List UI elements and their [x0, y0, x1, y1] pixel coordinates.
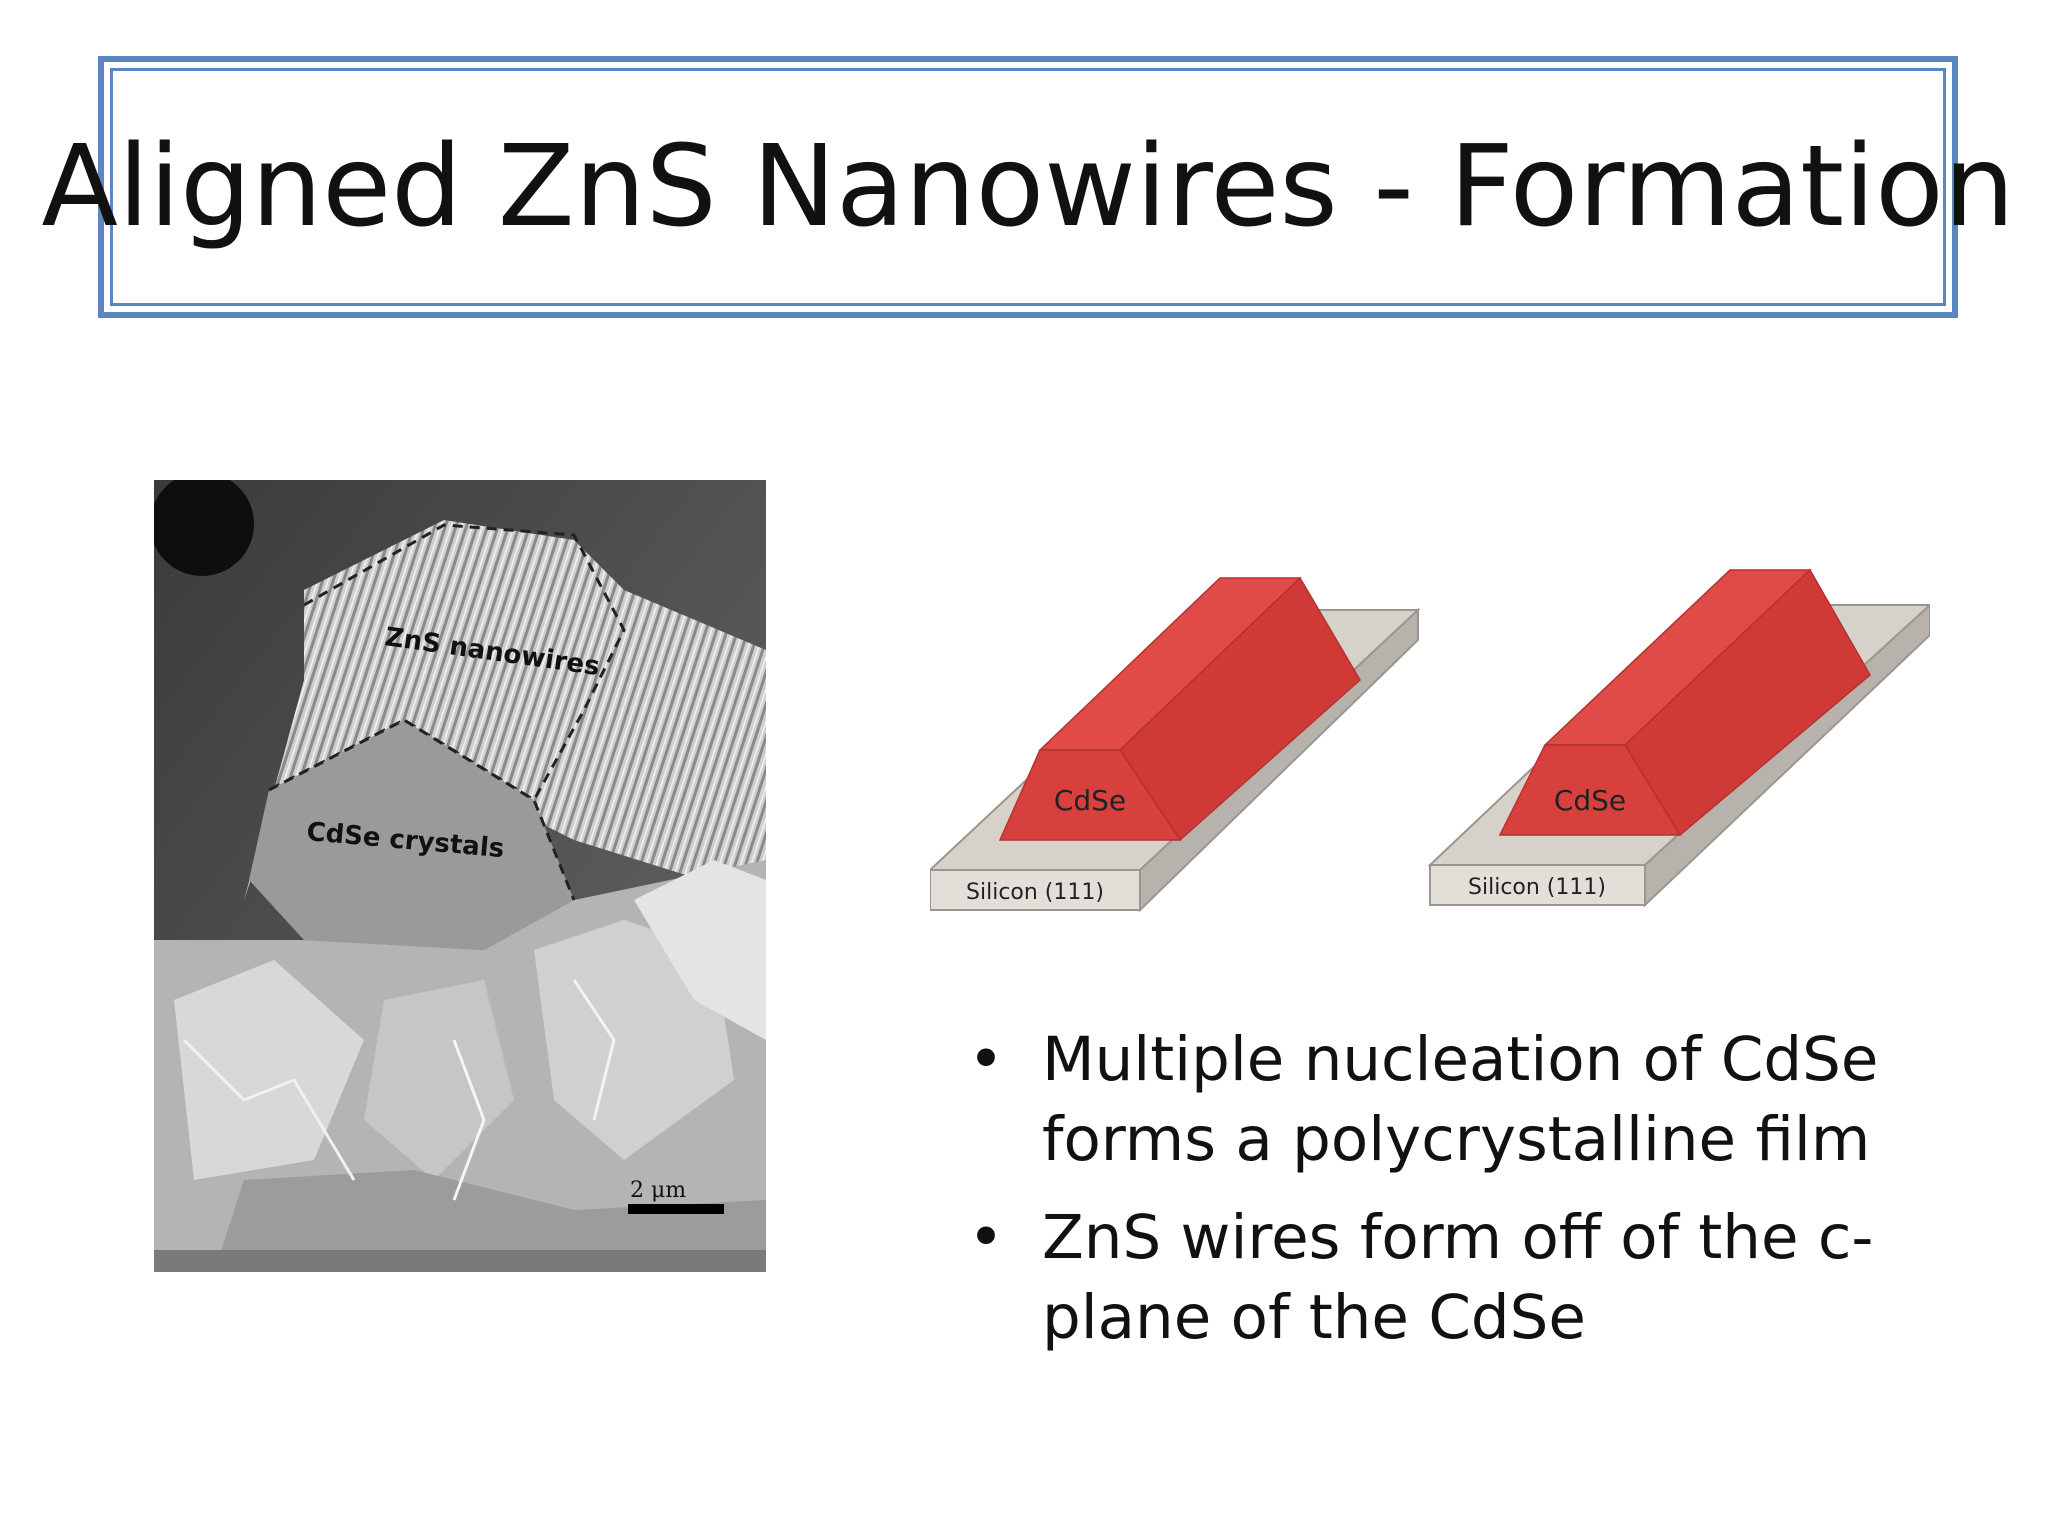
bullet-item: • ZnS wires form off of the c- plane of … [960, 1198, 1940, 1358]
sem-image: ZnS nanowires CdSe crystals 2 μm [154, 480, 766, 1272]
sem-micrograph: ZnS nanowires CdSe crystals 2 μm [154, 480, 766, 1272]
bullet-list: • Multiple nucleation of CdSe forms a po… [960, 1020, 1940, 1376]
cdse-zns-schematic: Silicon (111) CdSe Silicon (111) CdSe [927, 420, 1933, 940]
right-crystal: CdSe [1498, 568, 1871, 837]
title-box: Aligned ZnS Nanowires - Formation [41, 56, 2015, 318]
bullet-line: plane of the CdSe [1042, 1282, 1586, 1353]
bullet-dot-icon: • [968, 1024, 1004, 1095]
bullet-item: • Multiple nucleation of CdSe forms a po… [960, 1020, 1940, 1180]
scale-bar [628, 1204, 724, 1214]
left-substrate-label: Silicon (111) [966, 880, 1104, 905]
slide-title: Aligned ZnS Nanowires - Formation [41, 122, 2015, 252]
bullet-line: Multiple nucleation of CdSe [1042, 1024, 1879, 1095]
left-crystal-label: CdSe [1054, 784, 1126, 817]
bullet-line: ZnS wires form off of the c- [1042, 1202, 1874, 1273]
right-crystal-label: CdSe [1554, 784, 1626, 817]
right-substrate-label: Silicon (111) [1468, 875, 1606, 900]
scale-bar-label: 2 μm [630, 1178, 686, 1203]
bullet-dot-icon: • [968, 1202, 1004, 1273]
schematic-svg: Silicon (111) CdSe Silicon (111) CdSe [927, 568, 1933, 913]
bullet-line: forms a polycrystalline film [1042, 1104, 1871, 1175]
left-crystal: CdSe [998, 576, 1361, 842]
